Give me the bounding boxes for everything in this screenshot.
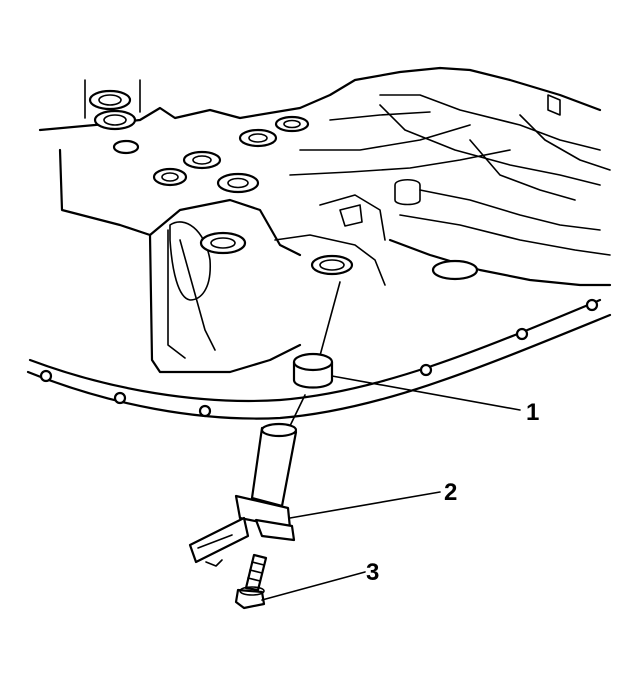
pan-gasket-flange xyxy=(26,298,612,420)
callout-3-label: 3 xyxy=(366,559,379,586)
callout-3-leader xyxy=(261,571,366,601)
callout-1-label: 1 xyxy=(526,399,539,426)
seal-part xyxy=(292,352,334,389)
case-bolt-bosses xyxy=(88,89,479,281)
callout-2-leader xyxy=(289,491,441,519)
callout-2-label: 2 xyxy=(444,479,457,506)
speed-sensor-part xyxy=(188,422,298,567)
transmission-case xyxy=(38,66,612,374)
callout-1-leader xyxy=(331,375,521,411)
bolt-part xyxy=(234,553,268,610)
